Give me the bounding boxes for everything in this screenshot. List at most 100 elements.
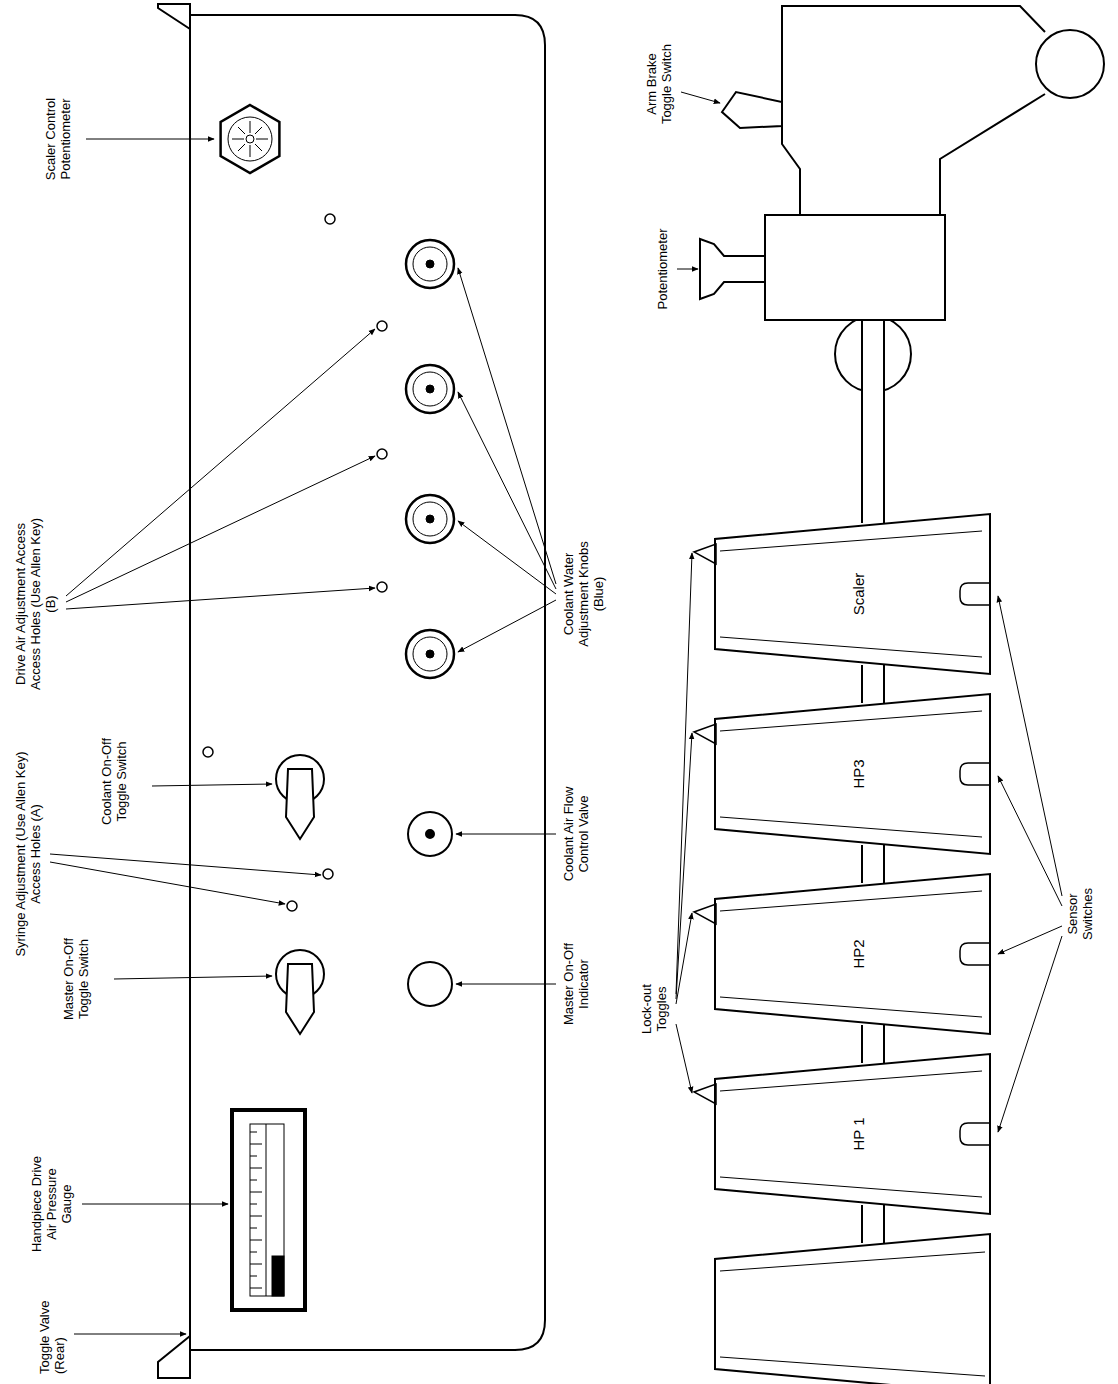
access-hole — [377, 582, 387, 592]
sensor-switch — [960, 763, 990, 785]
part-label: Master On-Off Indicator — [562, 934, 592, 1034]
label-anchor: Sensor Switches — [1066, 874, 1096, 954]
holder-label: Scaler — [850, 573, 867, 616]
toggle-switch — [276, 755, 324, 1034]
empty-holder — [720, 1252, 985, 1376]
control-valve — [408, 812, 452, 856]
adjustment-knob — [426, 650, 434, 658]
sensor-switch — [960, 1123, 990, 1145]
adjustment-knob — [413, 372, 447, 406]
pressure-gauge — [266, 1124, 267, 1296]
part-label: Toggle Valve (Rear) — [38, 1284, 68, 1374]
control-panel — [190, 15, 545, 1350]
adjustment-knob — [426, 385, 434, 393]
leader-line — [998, 776, 1062, 906]
pressure-gauge — [250, 1132, 262, 1288]
label-anchor: Coolant Water Adjustment Knobs (Blue) — [562, 534, 607, 654]
holder-outline — [715, 514, 990, 674]
part-label: Coolant Water Adjustment Knobs (Blue) — [562, 534, 607, 654]
pressure-gauge — [232, 1110, 305, 1310]
holder-rail — [862, 320, 884, 523]
label-anchor: Master On-Off Toggle Switch — [62, 929, 92, 1029]
part-label: Master On-Off Toggle Switch — [62, 929, 92, 1029]
arm-bracket — [722, 6, 1104, 215]
leader-line — [50, 854, 321, 875]
access-hole — [323, 869, 333, 879]
adjustment-knob — [426, 260, 434, 268]
control-panel — [158, 4, 545, 1378]
empty-holder — [715, 1234, 990, 1384]
part-label: Potentiometer — [656, 209, 671, 329]
leader-line — [66, 329, 375, 596]
sensor-switch — [960, 583, 990, 605]
label-anchor: Lock-out Toggles — [640, 969, 670, 1049]
part-label: Handpiece Drive Air Pressure Gauge — [30, 1149, 75, 1259]
holder-label: HP3 — [850, 759, 867, 788]
leader-line — [998, 596, 1062, 896]
control-valve — [426, 830, 434, 838]
holder-outline — [715, 694, 990, 854]
access-hole — [325, 214, 335, 224]
leader-line — [66, 588, 375, 609]
pressure-gauge — [250, 1124, 284, 1296]
adjustment-knob — [406, 240, 454, 678]
leader-line — [458, 392, 556, 589]
holder-flare — [720, 891, 982, 1017]
part-label: Coolant Air Flow Control Valve — [562, 784, 592, 884]
label-anchor: Scaler Control Potentiometer — [44, 79, 74, 199]
holder-flare — [720, 531, 982, 657]
sensor-switch — [960, 583, 990, 1145]
empty-holder — [715, 1234, 990, 1384]
access-hole — [203, 214, 387, 911]
access-hole — [377, 321, 387, 331]
leader-line — [114, 976, 272, 979]
part-label: Sensor Switches — [1066, 874, 1096, 954]
pressure-gauge — [272, 1256, 284, 1296]
leader-line — [676, 553, 692, 994]
holder-label: HP2 — [850, 939, 867, 968]
lockout-toggle — [694, 1084, 716, 1104]
control-panel — [158, 1336, 190, 1378]
instrument-holder: HP 1 — [712, 1049, 992, 1219]
part-label: Arm Brake Toggle Switch — [645, 34, 675, 134]
part-label: Drive Air Adjustment Access Access Holes… — [14, 514, 59, 694]
potentiometer-nut — [232, 121, 268, 157]
control-valve — [408, 812, 452, 856]
part-label: Coolant On-Off Toggle Switch — [100, 734, 130, 829]
access-hole — [377, 449, 387, 459]
leader-line — [681, 92, 720, 103]
toggle-switch — [286, 769, 314, 839]
holder-flare — [720, 1071, 982, 1197]
leader-line — [676, 1024, 692, 1093]
lockout-toggle — [694, 724, 716, 744]
access-hole — [287, 901, 297, 911]
leader-line — [74, 1334, 186, 1335]
potentiometer-nut — [221, 105, 280, 173]
label-anchor: Toggle Valve (Rear) — [38, 1284, 68, 1374]
leader-line — [456, 834, 556, 835]
leader-line — [458, 268, 556, 584]
potentiometer-nut — [228, 117, 272, 161]
adjustment-knob — [413, 247, 447, 281]
lockout-toggle — [694, 904, 716, 924]
label-anchor: Handpiece Drive Air Pressure Gauge — [30, 1149, 75, 1259]
adjustment-knob — [406, 240, 454, 288]
arm-bracket — [782, 6, 1045, 215]
control-panel — [158, 4, 190, 29]
adjustment-knob — [413, 502, 447, 536]
part-label: Scaler Control Potentiometer — [44, 79, 74, 199]
pressure-gauge — [232, 1110, 305, 1310]
toggle-switch — [286, 964, 314, 1034]
holder-label: HP 1 — [850, 1117, 867, 1150]
leader-line — [456, 984, 556, 985]
indicator-light — [408, 962, 452, 1006]
adjustment-knob — [426, 515, 434, 523]
potentiometer-housing — [700, 215, 945, 320]
label-anchor: Coolant Air Flow Control Valve — [562, 784, 592, 884]
potentiometer-housing — [765, 215, 945, 320]
arm-bracket — [722, 92, 782, 128]
arm-bracket — [940, 94, 1045, 215]
adjustment-knob — [406, 630, 454, 678]
arm-bracket — [1036, 30, 1104, 98]
